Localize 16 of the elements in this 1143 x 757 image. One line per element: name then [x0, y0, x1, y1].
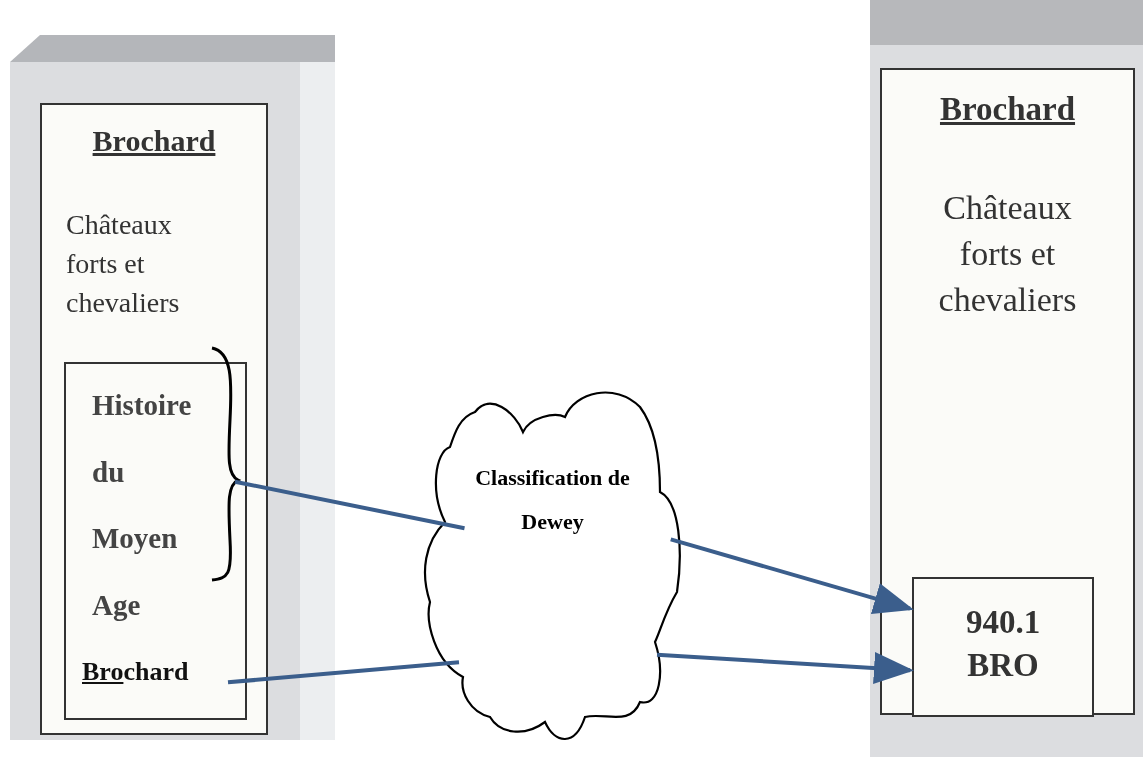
connector-arrow [670, 537, 914, 614]
author-name: Brochard [91, 123, 217, 159]
classification-box [64, 362, 247, 720]
call-number: 940.1 BRO [964, 603, 1042, 685]
spine-label-frame [880, 68, 1135, 715]
connector-arrow [656, 652, 914, 684]
book-title: Châteaux forts et chevaliers [66, 208, 181, 321]
book-title: Châteaux forts et chevaliers [937, 188, 1078, 320]
author-name: Brochard [82, 656, 190, 688]
subject-text: Histoire du Moyen Age [92, 388, 193, 624]
connector-line [227, 660, 460, 685]
author-name: Brochard [938, 90, 1077, 129]
call-number-box [912, 577, 1094, 717]
spine-label-frame [40, 103, 268, 735]
cloud-label: Classification de Dewey [474, 464, 631, 536]
connector-line [234, 479, 465, 531]
